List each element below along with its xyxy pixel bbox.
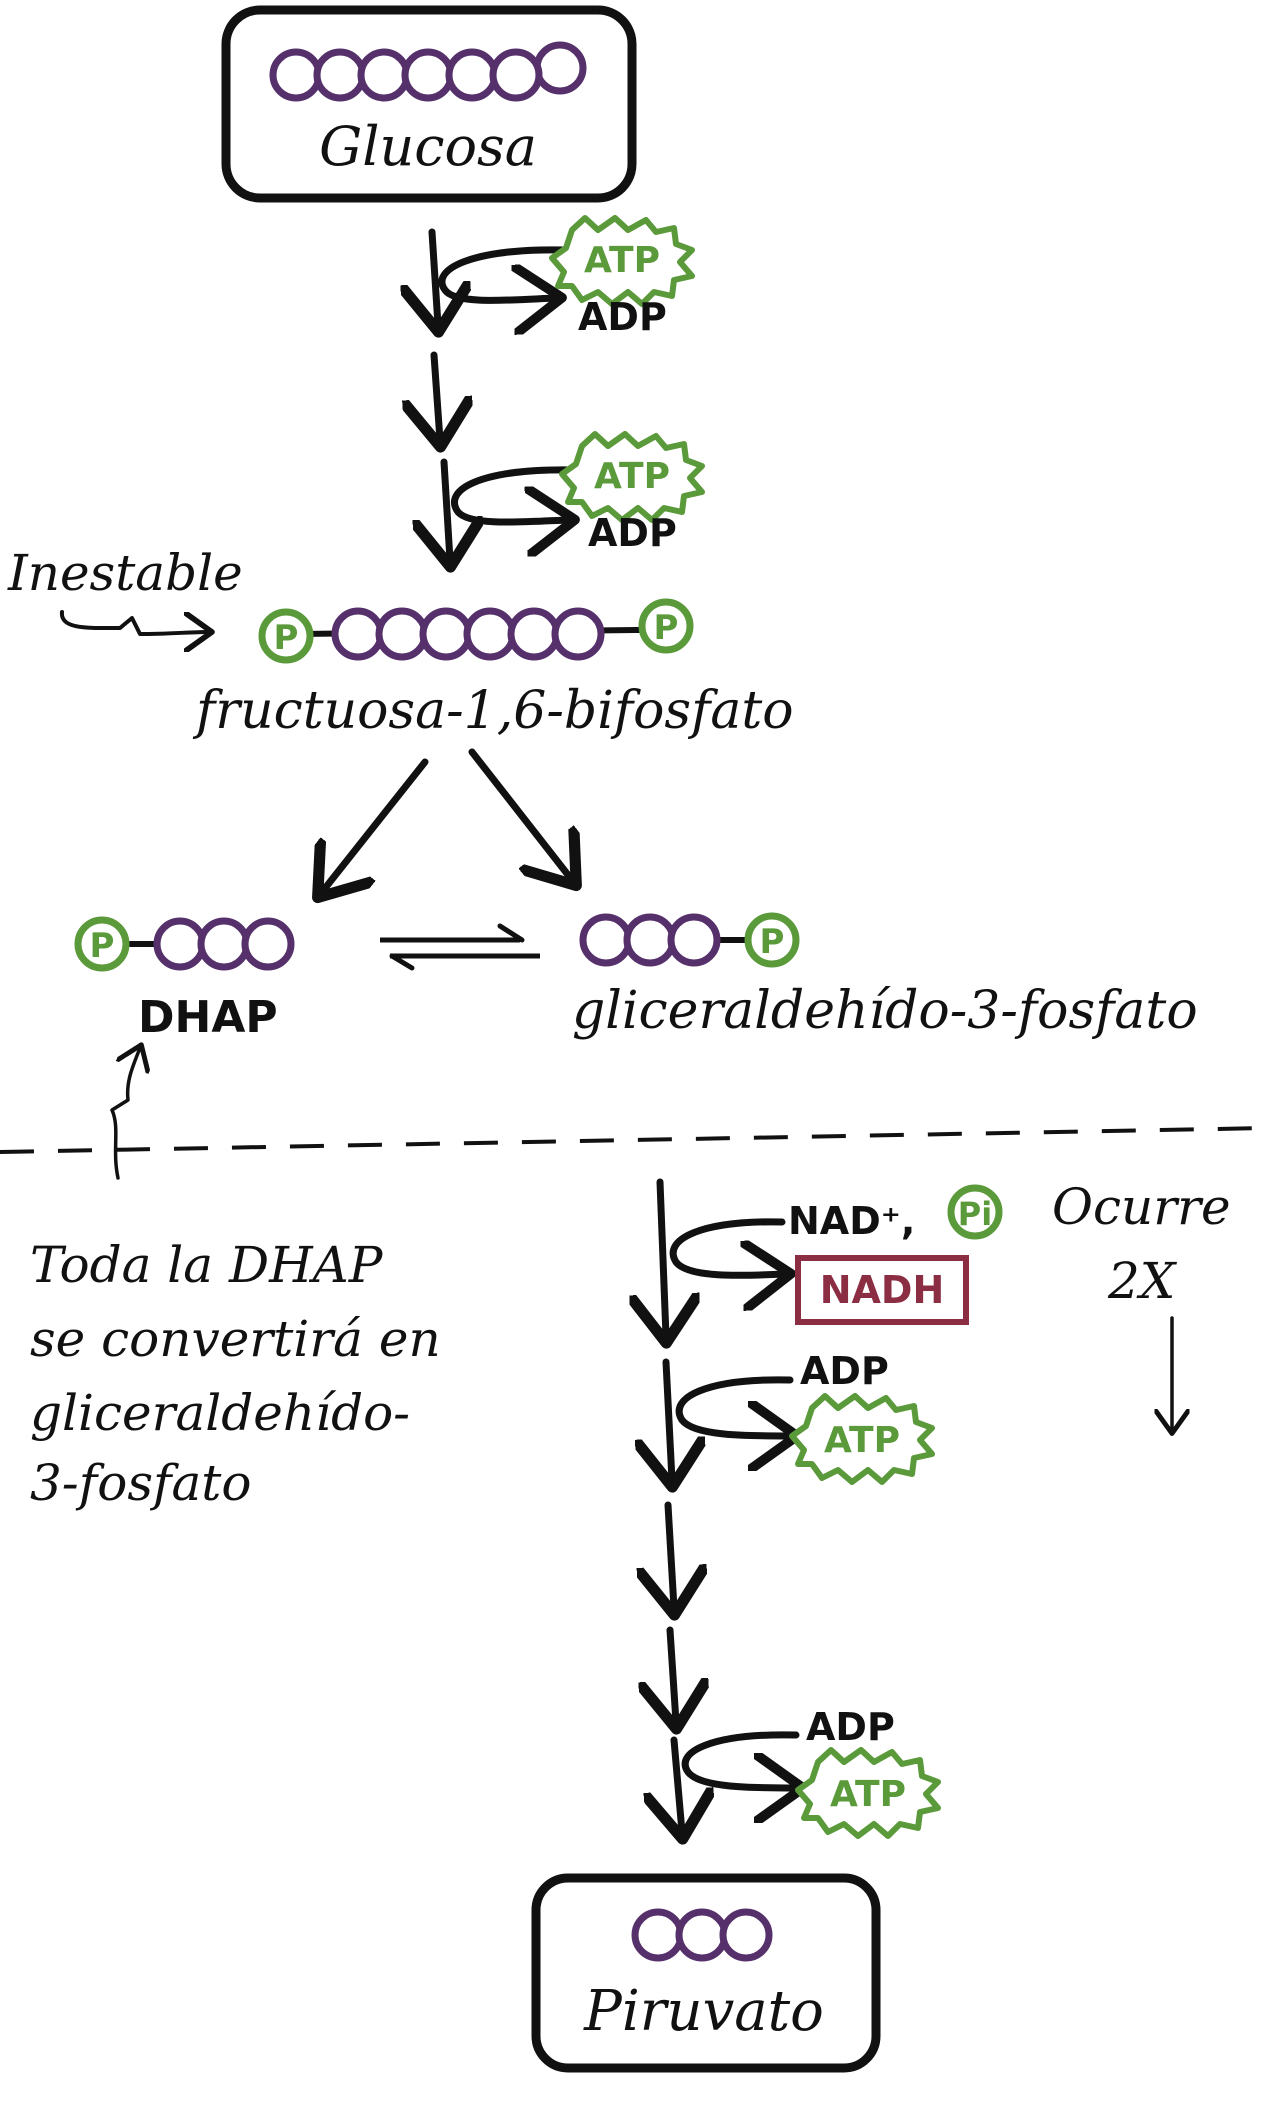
curved-arrow-icon bbox=[438, 246, 569, 301]
arrow-icon bbox=[444, 458, 450, 560]
carbon-chain-icon bbox=[153, 917, 295, 971]
arrow-icon bbox=[468, 748, 572, 880]
phosphate-icon: Pi bbox=[947, 1184, 1003, 1240]
curved-arrow-icon bbox=[675, 1376, 790, 1436]
adp-label: ADP bbox=[588, 511, 677, 555]
carbon-chain-icon bbox=[631, 1908, 773, 1962]
svg-text:P: P bbox=[274, 618, 299, 658]
phosphate-icon: P bbox=[638, 598, 694, 654]
nad-plus-label: NAD⁺, bbox=[788, 1199, 915, 1243]
atp-burst-icon: ATP bbox=[559, 431, 705, 523]
pyruvate-box: Piruvato bbox=[531, 1873, 881, 2073]
svg-text:P: P bbox=[654, 608, 679, 648]
carbon-chain-icon bbox=[269, 41, 587, 102]
curved-arrow-icon bbox=[451, 466, 575, 522]
adp-label: ADP bbox=[806, 1705, 895, 1749]
dhap-molecule: P DHAP bbox=[74, 916, 295, 1043]
carbon-chain-icon bbox=[579, 913, 721, 967]
svg-text:P: P bbox=[90, 926, 115, 966]
arrow-icon bbox=[668, 1501, 674, 1608]
pyruvate-label: Piruvato bbox=[583, 1979, 824, 2044]
svg-text:ATP: ATP bbox=[584, 240, 660, 281]
unstable-label: Inestable bbox=[7, 544, 243, 602]
adp-label: ADP bbox=[800, 1349, 889, 1393]
adp-label: ADP bbox=[578, 295, 667, 339]
arrow-icon bbox=[666, 1358, 672, 1480]
step-1: ATP ADP bbox=[432, 215, 695, 339]
g3p-molecule: P gliceraldehído-3-fosfato bbox=[572, 912, 1198, 1041]
dhap-conversion-note: Toda la DHAP se convertirá en gliceralde… bbox=[30, 1236, 441, 1512]
lower-step-1: NAD⁺, Pi NADH bbox=[660, 1178, 1003, 1336]
svg-text:3-fosfato: 3-fosfato bbox=[30, 1454, 251, 1512]
atp-burst-icon: ATP bbox=[789, 1393, 935, 1485]
svg-text:ATP: ATP bbox=[830, 1774, 906, 1815]
arrow-icon bbox=[670, 1626, 676, 1722]
arrow-icon bbox=[674, 1736, 682, 1832]
svg-text:gliceraldehído-: gliceraldehído- bbox=[30, 1384, 410, 1442]
dhap-label: DHAP bbox=[138, 992, 278, 1043]
g3p-label: gliceraldehído-3-fosfato bbox=[572, 981, 1198, 1041]
svg-text:Ocurre: Ocurre bbox=[1052, 1178, 1231, 1236]
atp-burst-icon: ATP bbox=[795, 1747, 941, 1839]
svg-text:ATP: ATP bbox=[824, 1420, 900, 1461]
phosphate-icon: P bbox=[74, 916, 130, 972]
svg-text:Toda la DHAP: Toda la DHAP bbox=[30, 1236, 384, 1294]
svg-text:Pi: Pi bbox=[958, 1195, 992, 1233]
svg-text:P: P bbox=[760, 922, 785, 962]
lower-step-2: ADP ATP bbox=[666, 1349, 935, 1485]
svg-text:se convertirá en: se convertirá en bbox=[30, 1310, 441, 1368]
svg-text:NADH: NADH bbox=[820, 1268, 945, 1312]
arrow-icon bbox=[322, 758, 429, 892]
equilibrium-arrows bbox=[380, 923, 540, 971]
fructose-bp-molecule: P P fructuosa-1,6-bifosfato bbox=[192, 598, 794, 741]
phosphate-icon: P bbox=[258, 608, 314, 664]
svg-text:ATP: ATP bbox=[594, 456, 670, 497]
glucose-label: Glucosa bbox=[319, 115, 537, 178]
arrow-icon bbox=[434, 351, 440, 440]
arrow-icon bbox=[660, 1178, 666, 1336]
curved-arrow-icon bbox=[669, 1218, 784, 1275]
glucose-box: Glucosa bbox=[221, 5, 637, 203]
occurs-twice-note: Ocurre 2X bbox=[1052, 1178, 1231, 1430]
arrow-icon bbox=[432, 228, 438, 325]
squiggle-arrow-icon bbox=[60, 610, 208, 634]
carbon-chain-icon bbox=[331, 607, 605, 661]
phosphate-icon: P bbox=[744, 912, 800, 968]
dashed-divider bbox=[0, 1126, 1268, 1154]
lower-step-5: ADP ATP bbox=[674, 1705, 941, 1839]
step-3: ATP ADP bbox=[444, 431, 705, 560]
curved-arrow-icon bbox=[681, 1731, 796, 1788]
svg-text:2X: 2X bbox=[1107, 1252, 1178, 1310]
fructose-bp-label: fructuosa-1,6-bifosfato bbox=[192, 681, 794, 741]
atp-burst-icon: ATP bbox=[549, 215, 695, 307]
nadh-box-icon: NADH bbox=[795, 1255, 969, 1325]
squiggle-arrow-icon bbox=[110, 1048, 140, 1180]
